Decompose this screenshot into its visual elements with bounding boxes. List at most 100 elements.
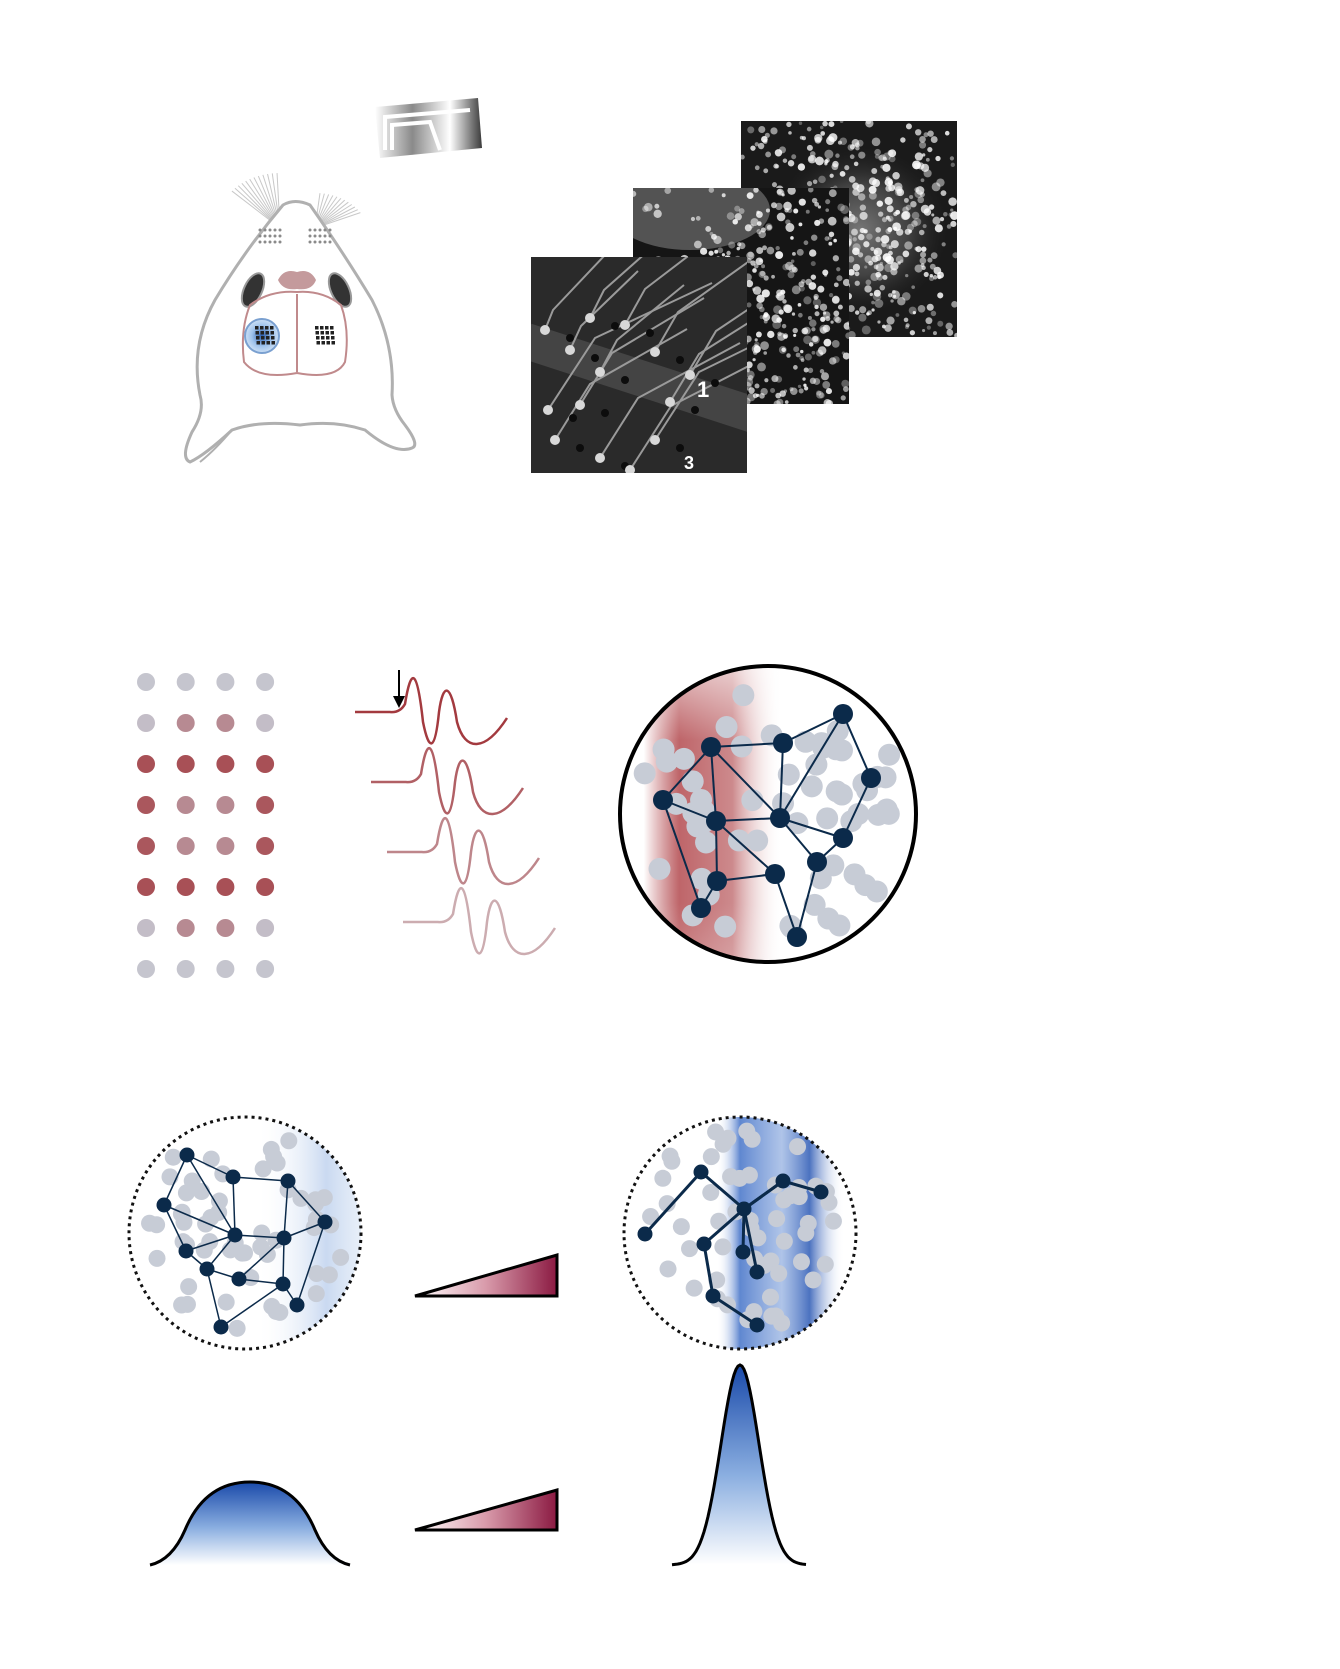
image-stack: 1 3: [531, 121, 957, 473]
electrode-dot: [256, 960, 275, 978]
neuron: [308, 1265, 326, 1283]
neuron: [332, 1248, 350, 1266]
gaussian-icon: [671, 1363, 807, 1567]
active-neuron: [637, 1226, 653, 1242]
electrode-dot: [256, 878, 275, 896]
trace: [355, 677, 509, 746]
trained-network-circle: [622, 1115, 858, 1351]
neuron: [161, 1168, 179, 1186]
active-neuron: [231, 1271, 247, 1287]
neuron: [824, 1212, 842, 1230]
electrode-dot: [256, 714, 275, 732]
neuron: [695, 831, 718, 854]
active-neuron: [156, 1197, 172, 1213]
neuron: [681, 770, 704, 793]
active-neuron: [861, 768, 881, 788]
connection: [220, 1283, 284, 1328]
connection: [715, 820, 776, 875]
neuron: [828, 914, 851, 937]
active-neuron: [289, 1297, 305, 1313]
active-neuron: [773, 733, 793, 753]
connection: [238, 1237, 285, 1280]
ramp-icon: [414, 1253, 559, 1298]
connection: [715, 820, 718, 882]
active-neuron: [696, 1236, 712, 1252]
neuron: [805, 753, 828, 776]
electrode-dot: [176, 755, 195, 773]
active-neuron: [276, 1230, 292, 1246]
electrode-dot: [176, 960, 195, 978]
electrode-dot: [176, 673, 195, 691]
connection: [774, 873, 798, 938]
active-neuron: [178, 1243, 194, 1259]
neuron: [794, 730, 817, 753]
baseline-network-circle: [127, 1115, 363, 1351]
connection: [163, 1204, 236, 1236]
electrode-dot: [256, 755, 275, 773]
electrode-dot: [216, 714, 235, 732]
active-neuron: [775, 1173, 791, 1189]
neuron: [714, 915, 737, 938]
connection: [186, 1154, 236, 1236]
electrode-dot: [256, 919, 275, 937]
active-neuron: [735, 1244, 751, 1260]
electrode-dot: [216, 673, 235, 691]
electrode-dot-grid: [137, 673, 275, 978]
active-neuron: [701, 737, 721, 757]
active-neuron: [707, 871, 727, 891]
active-neuron: [317, 1214, 333, 1230]
electrode-dot: [216, 796, 235, 814]
electrode-array-image: 1 3: [531, 257, 747, 473]
active-neuron: [199, 1261, 215, 1277]
electrode-dot: [137, 919, 155, 937]
neuron: [663, 1152, 681, 1170]
neuron: [685, 1279, 703, 1297]
connection: [712, 1294, 758, 1327]
activated-network-circle: [618, 664, 918, 964]
electrode-dot: [137, 878, 155, 896]
neuron: [789, 1138, 807, 1156]
electrode-dot: [176, 919, 195, 937]
electrode-dot: [256, 673, 275, 691]
connection: [662, 746, 712, 801]
active-neuron: [179, 1147, 195, 1163]
connection: [163, 1154, 188, 1206]
connection: [710, 746, 717, 822]
neuron: [767, 1307, 785, 1325]
electrode-dot: [216, 755, 235, 773]
neuron: [714, 1238, 732, 1256]
electrode-dot: [137, 714, 155, 732]
neuron: [148, 1249, 166, 1267]
electrode-dot: [137, 673, 155, 691]
electrode-dot: [176, 796, 195, 814]
neuron: [210, 1203, 228, 1221]
connection: [742, 1208, 759, 1273]
neuron: [320, 1266, 338, 1284]
neuron: [762, 1288, 780, 1306]
neuron: [642, 1208, 660, 1226]
neuron: [180, 1278, 198, 1296]
neuron: [242, 1269, 260, 1287]
connection: [185, 1234, 236, 1252]
electrode-dot: [137, 755, 155, 773]
electrode-dot: [256, 837, 275, 855]
active-neuron: [227, 1227, 243, 1243]
neuron: [826, 719, 849, 742]
neuron: [262, 1140, 280, 1158]
connection: [779, 742, 784, 819]
evoked-traces: [355, 670, 557, 956]
neuron: [800, 775, 823, 798]
active-neuron: [706, 811, 726, 831]
active-neuron: [275, 1276, 291, 1292]
active-neuron: [787, 927, 807, 947]
neuron: [280, 1132, 298, 1150]
neuron: [201, 1233, 219, 1251]
active-neuron: [280, 1173, 296, 1189]
connection: [186, 1154, 234, 1178]
neuron: [875, 798, 898, 821]
active-neuron: [833, 704, 853, 724]
electrode-dot: [256, 796, 275, 814]
electrode-label-1: 1: [697, 377, 709, 402]
connection: [234, 1234, 285, 1239]
neuron: [690, 867, 713, 890]
